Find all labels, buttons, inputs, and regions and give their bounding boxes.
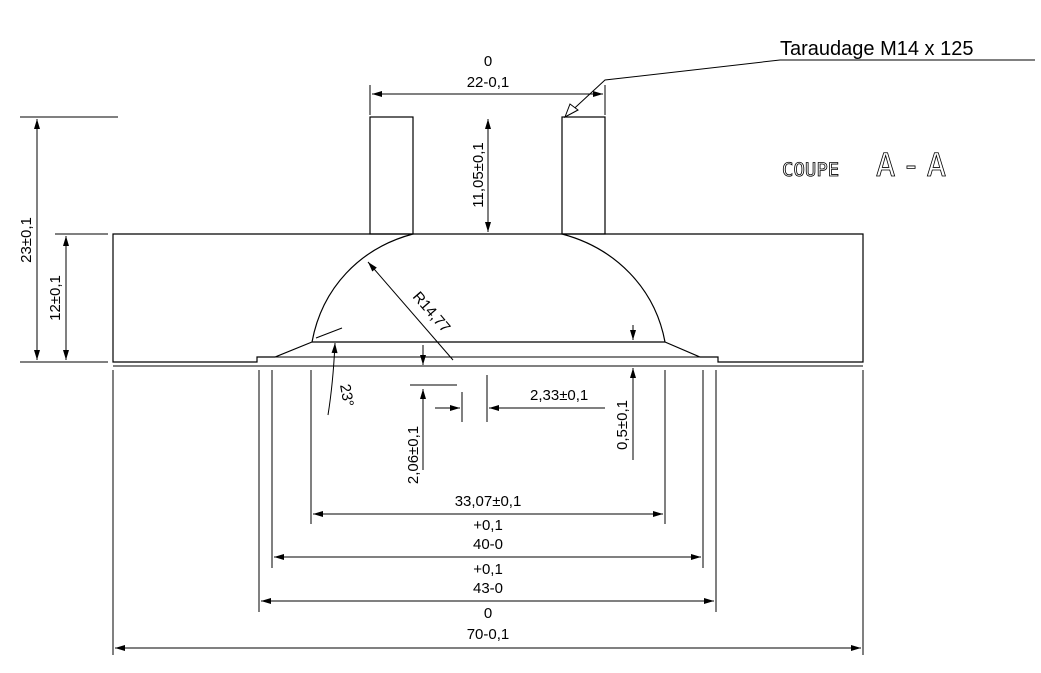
section-part xyxy=(112,116,864,367)
dim-radius: R14,77 xyxy=(409,288,454,336)
section-label: COUPE xyxy=(782,159,839,181)
dim-cavity-depth: 2,06±0,1 xyxy=(405,426,422,484)
dim-70-upper: 0 xyxy=(484,605,492,622)
dim-43: 43-0 xyxy=(473,580,503,597)
dim-33: 33,07±0,1 xyxy=(455,493,522,510)
dim-total-height: 23±0,1 xyxy=(18,217,35,263)
dim-top-width: 22-0,1 xyxy=(467,74,510,91)
dim-70: 70-0,1 xyxy=(467,626,510,643)
dim-body-height: 12±0,1 xyxy=(47,275,64,321)
dim-43-upper: +0,1 xyxy=(473,561,503,578)
dim-bore-depth: 11,05±0,1 xyxy=(470,142,487,208)
dim-offset: 2,33±0,1 xyxy=(530,387,588,404)
section-letters: A-A xyxy=(876,146,946,184)
dim-40: 40-0 xyxy=(473,536,503,553)
dim-40-upper: +0,1 xyxy=(473,517,503,534)
dim-step-height: 0,5±0,1 xyxy=(614,400,631,450)
thread-callout: Taraudage M14 x 125 xyxy=(780,38,973,60)
dim-angle: 23° xyxy=(336,383,357,408)
dim-top-upper: 0 xyxy=(484,53,492,70)
dimension-lines xyxy=(20,59,1035,655)
